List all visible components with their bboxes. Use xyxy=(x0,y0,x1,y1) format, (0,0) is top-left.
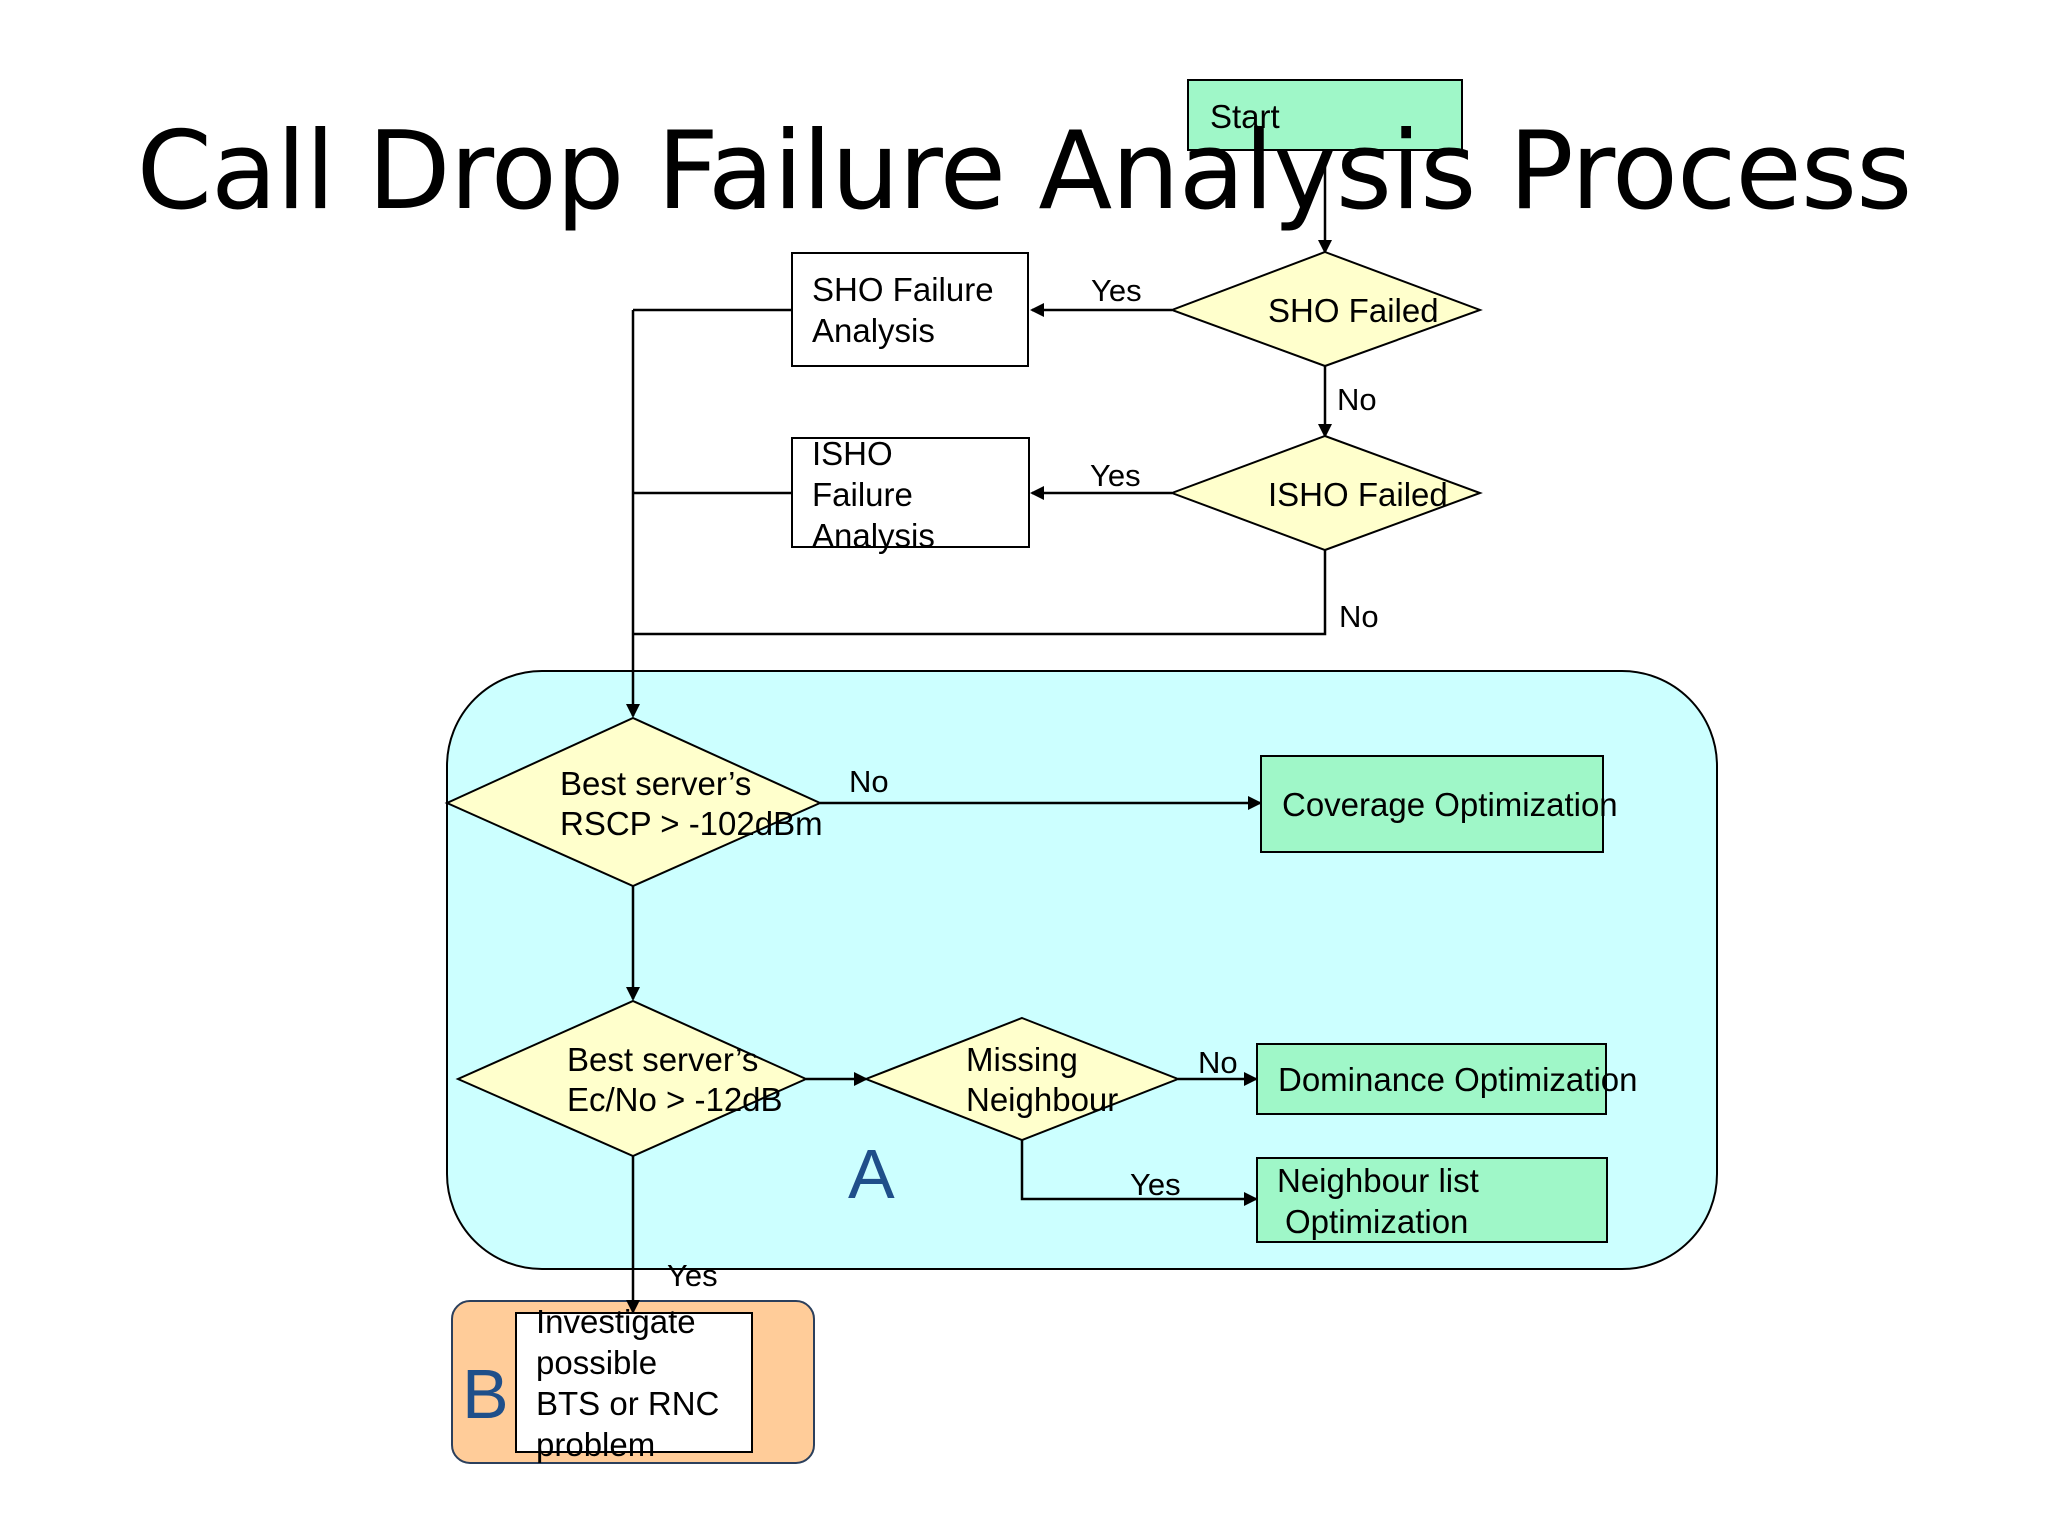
edge-label-ecno-yes: Yes xyxy=(667,1258,718,1293)
missing-neighbour-decision xyxy=(863,1016,1181,1142)
edge-label-missing-yes: Yes xyxy=(1130,1167,1181,1202)
page-title: Call Drop Failure Analysis Process xyxy=(136,109,1913,234)
edge-label-isho-yes: Yes xyxy=(1090,458,1141,493)
rscp-decision xyxy=(444,716,823,888)
connector-isho-no xyxy=(633,550,1327,636)
sho-failure-analysis-label: SHO Failure Analysis xyxy=(812,271,1003,349)
isho-failed-decision xyxy=(1169,434,1483,552)
missing-neighbour-label: Missing Neighbour xyxy=(966,1041,1118,1118)
edge-label-sho-no: No xyxy=(1337,382,1377,417)
neighbour-list-optimization-label: Neighbour list Optimization xyxy=(1277,1162,1488,1240)
rscp-decision-label: Best server’s RSCP > -102dBm xyxy=(560,765,823,842)
start-node xyxy=(1187,79,1463,151)
edge-label-isho-no: No xyxy=(1339,599,1379,634)
dominance-optimization-label: Dominance Optimization xyxy=(1278,1061,1638,1098)
coverage-optimization-box xyxy=(1260,755,1604,853)
sho-failed-label: SHO Failed xyxy=(1268,292,1439,329)
ecno-decision xyxy=(455,999,809,1158)
dominance-optimization-box xyxy=(1256,1043,1607,1115)
sho-failed-decision xyxy=(1169,250,1483,368)
edge-label-rscp-no: No xyxy=(849,764,889,799)
region-b-label: B xyxy=(462,1355,509,1433)
isho-failure-analysis-label: ISHO Failure Analysis xyxy=(812,435,935,554)
sho-failure-analysis-box xyxy=(791,252,1029,367)
neighbour-list-optimization-box xyxy=(1256,1157,1608,1243)
investigate-label: Investigate possible BTS or RNC problem xyxy=(536,1303,729,1463)
start-node-label: Start xyxy=(1210,98,1280,135)
connectors xyxy=(626,150,1332,1314)
investigate-box xyxy=(515,1312,753,1453)
coverage-optimization-label: Coverage Optimization xyxy=(1282,786,1618,823)
edge-label-sho-yes: Yes xyxy=(1091,273,1142,308)
region-a-label: A xyxy=(848,1135,895,1213)
ecno-decision-label: Best server’s Ec/No > -12dB xyxy=(567,1041,783,1118)
edge-label-missing-no: No xyxy=(1198,1045,1238,1080)
isho-failed-label: ISHO Failed xyxy=(1268,476,1448,513)
connector-missing-yes xyxy=(1020,1140,1258,1206)
isho-failure-analysis-box xyxy=(791,437,1030,548)
